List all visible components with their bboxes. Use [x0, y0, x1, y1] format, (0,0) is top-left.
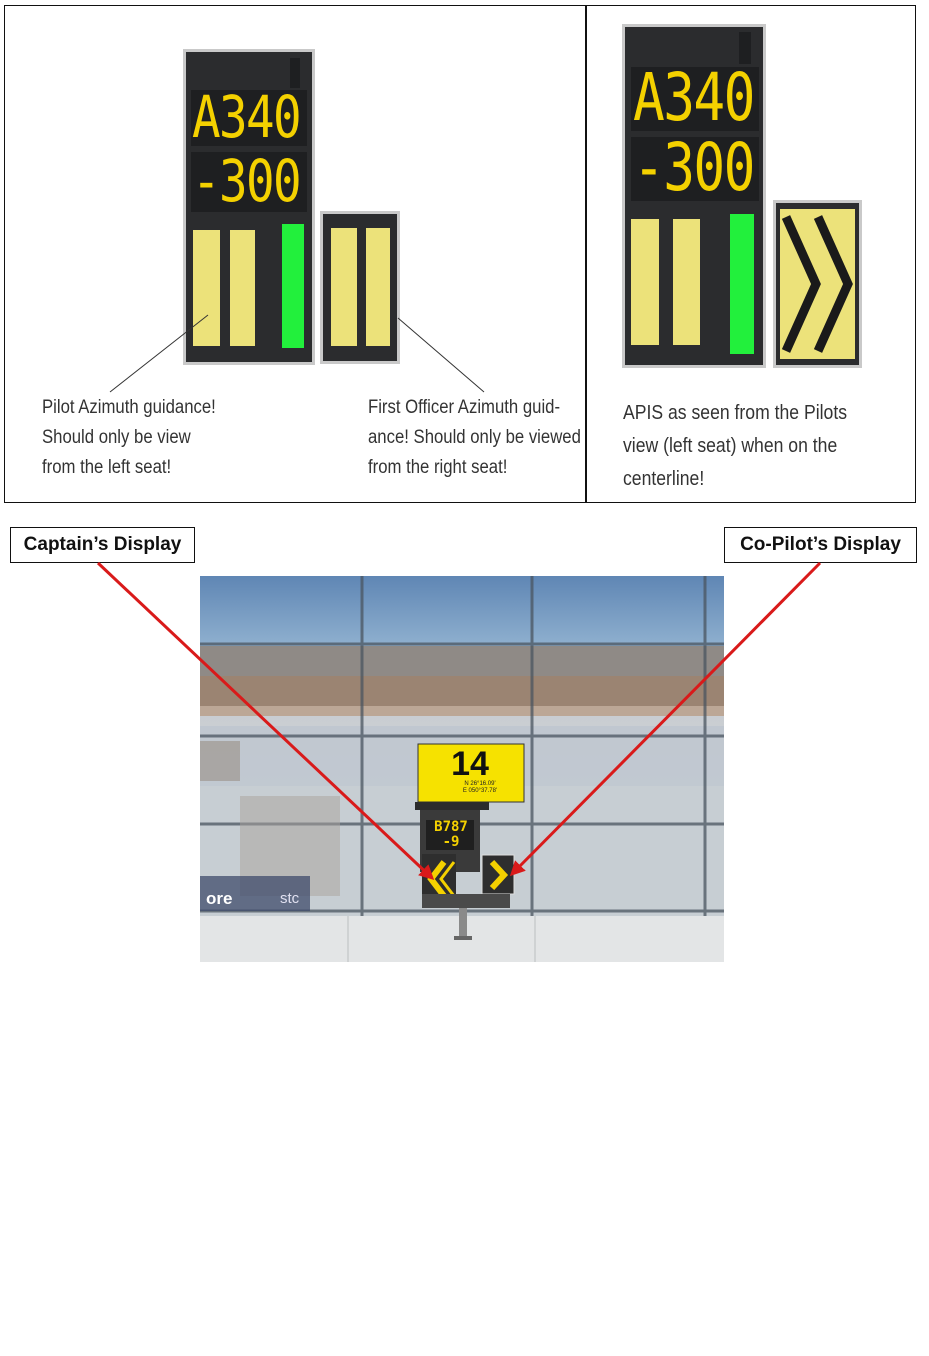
- photo-aircraft-line1: B787: [434, 819, 468, 835]
- pilot-azimuth-bar-right: [230, 230, 255, 346]
- display-row-1: [191, 90, 307, 146]
- aircraft-type-line2-right: -300: [633, 129, 755, 206]
- status-slot: [290, 58, 300, 88]
- fo-pointer-line: [397, 317, 485, 393]
- copilot-display-label: Co-Pilot’s Display: [724, 527, 917, 563]
- stand-number: 14: [451, 745, 489, 783]
- captain-display-label: Captain’s Display: [10, 527, 195, 563]
- frame-divider: [585, 5, 587, 503]
- status-slot-right: [739, 32, 751, 64]
- pilot-pointer-line: [109, 314, 209, 393]
- apis-main-panel-right: A340 -300: [622, 24, 766, 368]
- closing-rate-bar: [282, 224, 304, 348]
- pilot-azimuth-caption: Pilot Azimuth guidance! Should only be v…: [42, 397, 216, 478]
- aircraft-type-line2: -300: [192, 147, 302, 215]
- fo-azimuth-caption: First Officer Azimuth guid- ance! Should…: [368, 397, 581, 478]
- apis-centerline-caption: APIS as seen from the Pilots view (left …: [623, 402, 848, 490]
- apis-main-panel-left: A340 -300: [183, 49, 315, 365]
- apis-chevron-panel: [773, 200, 862, 368]
- fo-azimuth-bar-left: [331, 228, 357, 346]
- chevron-right-icon: [780, 209, 855, 359]
- display-row-2: [191, 152, 307, 212]
- pilot-azimuth-bar-right-right: [673, 219, 700, 345]
- stand-coordinates: N 26°16.09' E 050°37.78': [462, 781, 498, 794]
- aircraft-type-line1: A340: [192, 83, 302, 151]
- pointer-lines: [109, 314, 485, 393]
- wall-text-stc: stc: [280, 890, 300, 907]
- pilot-azimuth-bar-left-right: [631, 219, 659, 345]
- photo-aircraft-line2: -9: [442, 834, 460, 850]
- pilot-azimuth-bar-left: [193, 230, 220, 346]
- display-row-1-right: [631, 67, 759, 131]
- photo-chevron-right-icon: [489, 859, 509, 891]
- apis-fo-panel-left: [320, 211, 400, 364]
- wall-text-ore: ore: [206, 889, 232, 908]
- stand-photo: ore stc 14 N 26°16.09' E 050°37.78' B787…: [200, 576, 724, 962]
- fo-azimuth-bar-right: [366, 228, 390, 346]
- aircraft-type-line1-right: A340: [633, 59, 755, 136]
- closing-rate-bar-right: [730, 214, 754, 354]
- display-row-2-right: [631, 137, 759, 201]
